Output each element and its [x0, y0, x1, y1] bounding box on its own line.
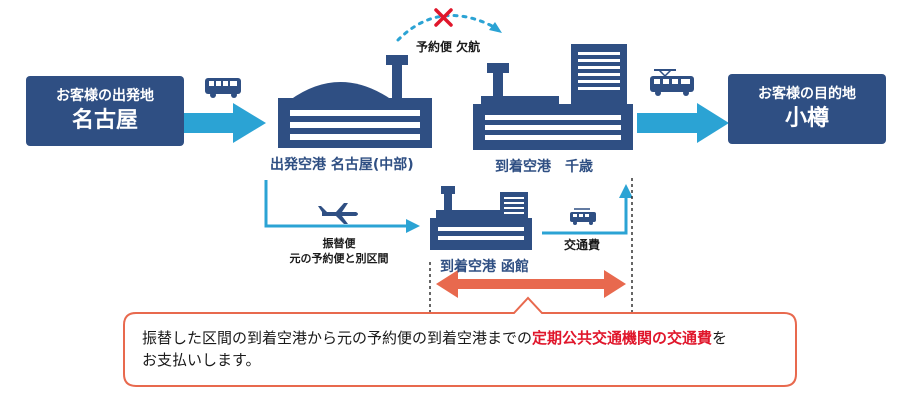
departure-airport-building-icon — [278, 55, 432, 148]
note-text-after: を — [712, 329, 728, 347]
origin-city: 名古屋 — [71, 108, 138, 133]
arrow-arrival-to-destination — [637, 103, 729, 143]
departure-airport-label: 出発空港 名古屋(中部) — [270, 157, 414, 173]
note-text-before: 振替した区間の到着空港から元の予約便の到着空港までの — [142, 329, 533, 347]
origin-box: お客様の出発地 名古屋 — [26, 76, 184, 146]
transfer-route-arrow — [264, 180, 420, 233]
destination-city: 小樽 — [784, 106, 829, 131]
note-callout-shape — [123, 296, 797, 387]
arrival-airport-original-label: 到着空港 千歳 — [495, 159, 593, 175]
note-line2: お支払いします。 — [142, 351, 261, 369]
transfer-flight-label: 振替便 元の予約便と別区間 — [282, 236, 396, 266]
note-text: 振替した区間の到着空港から元の予約便の到着空港までの定期公共交通機関の交通費を … — [142, 327, 792, 371]
arrival-airport-original-building-icon — [473, 44, 633, 150]
destination-caption: お客様の目的地 — [758, 86, 856, 102]
note-highlight: 定期公共交通機関の交通費 — [532, 329, 713, 347]
destination-box: お客様の目的地 小樽 — [728, 74, 886, 144]
cancelled-flight-label: 予約便 欠航 — [416, 40, 481, 54]
transfer-flight-line2: 元の予約便と別区間 — [289, 252, 389, 265]
note-line1: 振替した区間の到着空港から元の予約便の到着空港までの定期公共交通機関の交通費を — [142, 327, 792, 349]
cancel-x-icon — [434, 8, 453, 27]
arrival-airport-alternate-building-icon — [430, 186, 532, 250]
bus-icon — [205, 78, 241, 98]
covered-segment-double-arrow — [436, 270, 626, 298]
transfer-flight-line1: 振替便 — [322, 237, 356, 250]
origin-caption: お客様の出発地 — [56, 88, 154, 104]
cancelled-flight-path — [396, 14, 502, 42]
segment-guide-lines — [429, 178, 633, 318]
ground-transport-route-arrow — [542, 184, 633, 235]
train-icon — [650, 69, 694, 96]
transport-cost-label: 交通費 — [564, 238, 601, 252]
small-train-icon — [570, 208, 596, 225]
arrow-origin-to-departure-airport — [183, 103, 266, 143]
airplane-icon — [318, 203, 358, 224]
arrival-airport-alternate-label: 到着空港 函館 — [440, 259, 529, 275]
